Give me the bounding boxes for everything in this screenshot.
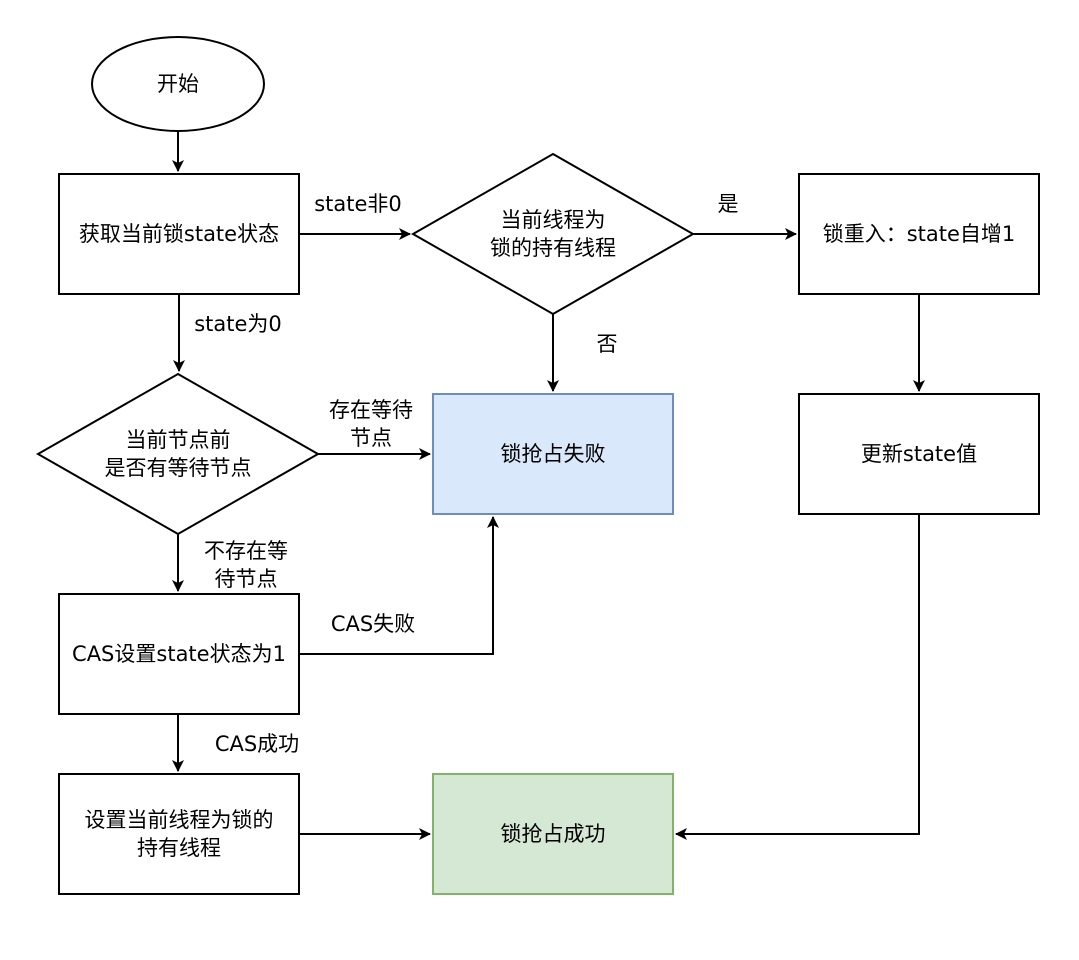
is-holder-decision-label-1: 当前线程为 [501,208,606,232]
has-waiting-decision [35,372,321,536]
lock-success-node [432,773,674,895]
cas-set-node-label: CAS设置state状态为1 [72,642,286,666]
has-waiting-decision-label-2: 是否有等待节点 [105,456,252,480]
get-state-node-label: 获取当前锁state状态 [79,222,279,246]
edge-label-no-waiting-2: 待节点 [215,567,278,591]
set-holder-node [58,773,300,895]
is-holder-decision-label-2: 锁的持有线程 [490,236,616,260]
reentrant-node [798,173,1040,295]
edge-label-yes: 是 [718,192,739,216]
get-state-node [58,173,300,295]
reentrant-node-label: 锁重入：state自增1 [823,222,1016,246]
edge-label-waiting-exists-2: 节点 [350,426,392,450]
edge-label-waiting-exists-1: 存在等待 [329,398,413,422]
edge-label-cas-success: CAS成功 [215,732,299,756]
update-state-node [798,393,1040,515]
edge-label-no-waiting-1: 不存在等 [204,539,288,563]
edge-label-cas-fail: CAS失败 [331,612,415,636]
update-state-node-label: 更新state值 [861,442,977,466]
set-holder-node-label-1: 设置当前线程为锁的 [85,808,274,832]
edge-update-state-to-lock-success [675,514,920,840]
set-holder-node-label-2: 持有线程 [137,836,221,860]
edge-label-state-zero: state为0 [194,312,282,336]
edge-label-no: 否 [597,332,618,356]
lock-fail-node [432,393,674,515]
lock-fail-node-label: 锁抢占失败 [501,442,606,466]
has-waiting-decision-label-1: 当前节点前 [126,428,231,452]
edge-cas-set-to-lock-fail [299,516,499,655]
lock-success-node-label: 锁抢占成功 [501,822,606,846]
edge-label-state-nonzero: state非0 [314,192,402,216]
is-holder-decision [410,152,696,316]
start-node-label: 开始 [157,72,199,96]
